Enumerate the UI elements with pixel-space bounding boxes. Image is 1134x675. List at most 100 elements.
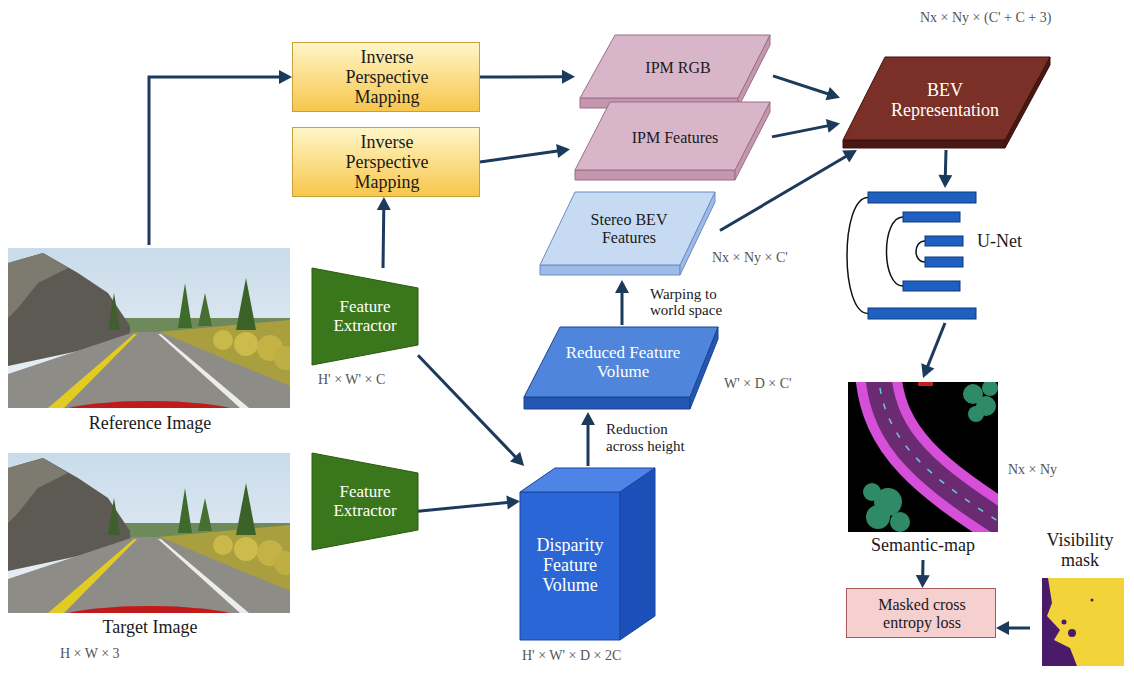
semantic-map-image bbox=[848, 372, 1018, 534]
arrow-connector bbox=[916, 560, 930, 588]
dimension-label: H × W × 3 bbox=[60, 646, 120, 661]
feature-map-slab: BEV Representation bbox=[840, 55, 1052, 150]
text-area: Reduced Feature Volume bbox=[558, 331, 688, 395]
volume-cube: Disparity Feature Volume bbox=[520, 466, 657, 642]
slab-top bbox=[524, 327, 718, 397]
arrow-head bbox=[581, 412, 595, 425]
slab-side bbox=[540, 265, 680, 275]
node-text: Reference Image bbox=[89, 414, 211, 434]
node-text: BEV Representation bbox=[880, 81, 1010, 121]
arrow-connector bbox=[418, 496, 520, 512]
arrow-connector bbox=[480, 144, 570, 162]
dimension-label: Nx × Ny × C' bbox=[712, 250, 788, 265]
arrow-head bbox=[826, 119, 840, 133]
loss-box: Masked cross entropy loss bbox=[846, 588, 996, 638]
node-text: Target Image bbox=[103, 618, 198, 638]
text-area: Semantic-map bbox=[838, 534, 1008, 558]
trapezoid-block bbox=[312, 453, 418, 550]
arrow-head bbox=[279, 70, 292, 84]
arrow-head bbox=[825, 87, 840, 100]
feature-map-slab: IPM RGB bbox=[575, 33, 773, 111]
feature-map-slab: IPM Features bbox=[570, 100, 772, 182]
slab-top bbox=[843, 57, 1050, 140]
unet-layer-bar bbox=[903, 212, 960, 222]
unet-layer-bar bbox=[868, 308, 976, 319]
unet-layer-bar bbox=[925, 236, 963, 246]
arrow-connector bbox=[377, 197, 391, 268]
dimension-label: Nx × Ny bbox=[1008, 462, 1057, 477]
arrow-head bbox=[562, 70, 575, 84]
edge-label: Warping to world space bbox=[648, 285, 742, 320]
node-text: Masked cross entropy loss bbox=[867, 596, 977, 631]
arrow-connector bbox=[149, 70, 292, 245]
connector-line bbox=[944, 150, 948, 179]
process-box: Inverse Perspective Mapping bbox=[292, 127, 480, 197]
text-area: Feature Extractor bbox=[316, 288, 414, 345]
node-text: Semantic-map bbox=[871, 536, 975, 556]
slab-top bbox=[540, 192, 715, 265]
arrow-head bbox=[938, 175, 952, 188]
skip-connection bbox=[916, 241, 925, 262]
slab-top bbox=[575, 102, 770, 170]
text-area: Visibility mask bbox=[1030, 528, 1130, 574]
reference-photo bbox=[8, 248, 298, 431]
arrow-head bbox=[377, 197, 391, 210]
skip-connection bbox=[887, 217, 904, 286]
arrow-connector bbox=[773, 76, 840, 100]
feature-map-slab: Reduced Feature Volume bbox=[520, 325, 720, 412]
connector-line bbox=[149, 77, 283, 245]
text-area: U-Net bbox=[977, 228, 1043, 256]
connector-line bbox=[480, 75, 566, 78]
connector-line bbox=[926, 323, 945, 370]
arrow-head bbox=[842, 150, 857, 163]
text-area: Inverse Perspective Mapping bbox=[331, 45, 443, 111]
arrow-head bbox=[510, 452, 524, 466]
text-area: Inverse Perspective Mapping bbox=[331, 130, 443, 196]
node-text: Visibility mask bbox=[1030, 531, 1130, 571]
connector-line bbox=[772, 125, 831, 137]
arrow-head bbox=[556, 144, 570, 158]
text-area: BEV Representation bbox=[880, 65, 1010, 137]
image-panel: Semantic-map bbox=[838, 378, 1008, 560]
feature-map-slab: Stereo BEV Features bbox=[535, 190, 720, 280]
arrow-connector bbox=[418, 355, 524, 466]
node-text: Feature Extractor bbox=[316, 483, 414, 520]
node-text: U-Net bbox=[977, 232, 1022, 252]
slab-side bbox=[843, 140, 1005, 148]
node-text: Disparity Feature Volume bbox=[524, 536, 616, 595]
node-text: Stereo BEV Features bbox=[570, 211, 688, 246]
dimension-label: Nx × Ny × (C' + C + 3) bbox=[920, 10, 1051, 25]
text-area: Feature Extractor bbox=[316, 473, 414, 530]
edge-label: Reduction across height bbox=[604, 420, 708, 455]
arrow-connector bbox=[938, 150, 952, 188]
arrow-connector bbox=[581, 412, 595, 466]
cube-side bbox=[620, 468, 655, 640]
text-area: IPM RGB bbox=[613, 43, 743, 93]
arrow-head bbox=[921, 363, 934, 378]
slab-side bbox=[575, 170, 735, 180]
node-text: IPM Features bbox=[632, 129, 719, 147]
encoder-block: Feature Extractor bbox=[312, 453, 418, 550]
node-text: Feature Extractor bbox=[316, 298, 414, 335]
trapezoid-block bbox=[312, 268, 418, 365]
dimension-label: H' × W' × C bbox=[318, 372, 385, 387]
visibility-mask-image bbox=[1042, 578, 1124, 666]
connector-line bbox=[418, 502, 511, 511]
network-block: U-Net bbox=[845, 188, 1045, 323]
text-area: Reference Image bbox=[5, 411, 295, 437]
text-area: Masked cross entropy loss bbox=[867, 591, 977, 637]
text-area: Stereo BEV Features bbox=[570, 198, 688, 260]
arrow-connector bbox=[921, 323, 945, 378]
text-area: Disparity Feature Volume bbox=[524, 496, 616, 636]
connector-line bbox=[480, 150, 561, 162]
cube-front bbox=[520, 492, 620, 640]
image-panel: Visibility mask bbox=[1030, 528, 1130, 670]
arrow-head bbox=[996, 621, 1009, 635]
connector-line bbox=[621, 289, 624, 325]
unet-layer-bar bbox=[925, 257, 963, 267]
image-panel: Reference Image bbox=[5, 245, 295, 440]
skip-connection bbox=[847, 198, 868, 314]
node-text: Inverse Perspective Mapping bbox=[331, 48, 443, 107]
network-block-outline bbox=[845, 188, 1045, 323]
arrow-connector bbox=[772, 119, 840, 137]
